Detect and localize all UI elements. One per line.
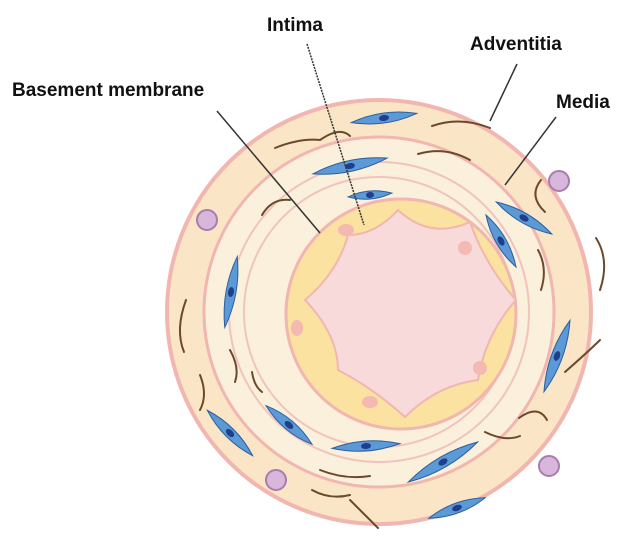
- basement-membrane-label: Basement membrane: [12, 80, 204, 101]
- adventitia-label: Adventitia: [470, 34, 562, 55]
- fibroblast: [197, 210, 217, 230]
- endothelial-nucleus: [362, 396, 378, 408]
- fiber: [596, 238, 604, 290]
- fibroblast: [549, 171, 569, 191]
- endothelial-nucleus: [473, 361, 487, 375]
- endothelial-nucleus: [458, 241, 472, 255]
- fibroblast: [266, 470, 286, 490]
- adventitia-leader-line: [490, 64, 517, 121]
- media-label: Media: [556, 92, 610, 113]
- endothelial-nucleus: [338, 224, 354, 236]
- intima-label: Intima: [267, 15, 323, 36]
- fibroblast: [539, 456, 559, 476]
- endothelial-nucleus: [291, 320, 303, 336]
